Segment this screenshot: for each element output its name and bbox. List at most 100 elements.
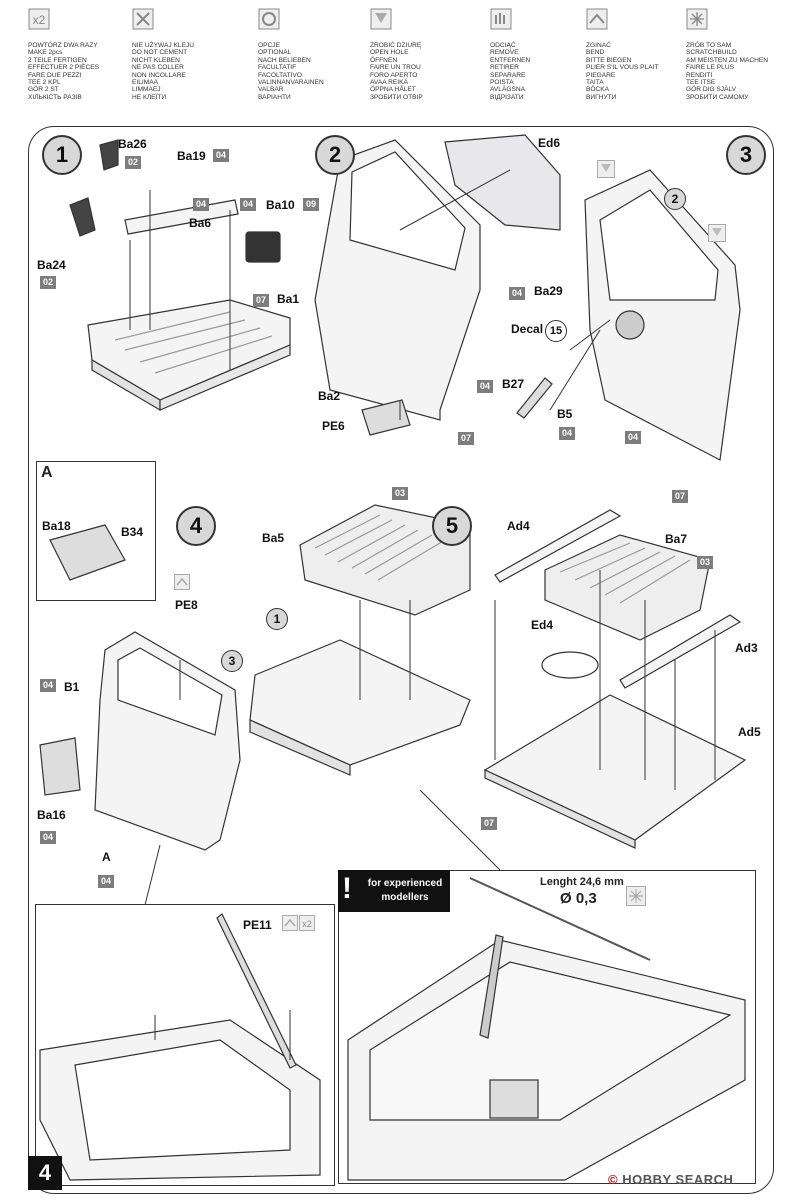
sprue-tag: 07 (481, 817, 498, 830)
floor-panel-drawing (483, 694, 747, 841)
part-label-ba18: Ba18 (42, 519, 71, 533)
decal-number-badge: 15 (545, 320, 567, 342)
wire-drawing (469, 877, 651, 961)
legend-text: ВАРІАНТИ (258, 93, 291, 101)
legend-text: NE PAS COLLER (132, 64, 184, 72)
no-cement-icon (132, 8, 154, 30)
legend-text: ENTFERNEN (490, 56, 531, 64)
part-label-pe6: PE6 (322, 419, 345, 433)
legend-text: 2 TEILE FERTIGEN (28, 56, 87, 64)
legend-text: ODCIĄĆ (490, 42, 516, 49)
legend-text: ZRÓB TO SAM (686, 42, 732, 49)
sprue-tag: 04 (98, 875, 115, 888)
step-4-badge: 4 (176, 506, 216, 546)
legend-text: TAITA (586, 79, 604, 87)
part-label-a: A (102, 850, 111, 864)
warning-icon: ! (342, 872, 352, 905)
sprue-tag: 04 (477, 380, 494, 393)
part-label-ed4: Ed4 (531, 618, 554, 632)
legend-text: RETIRER (490, 64, 519, 72)
watermark-prefix: © (608, 1172, 623, 1187)
part-label-ba2: Ba2 (318, 389, 341, 403)
part-label-ba5: Ba5 (262, 531, 285, 545)
sprue-tag: 04 (40, 831, 57, 844)
sprue-tag: 02 (40, 276, 57, 289)
legend-text: MAKE 2pcs (28, 49, 63, 57)
sprue-tag: 07 (253, 294, 270, 307)
legend-text: TEE ITSE (686, 79, 716, 87)
times-two-icon: x2 (28, 8, 50, 30)
roof-detail-panel (35, 904, 335, 1186)
pe6-plate-drawing (361, 399, 411, 436)
times-two-icon: x2 (299, 915, 315, 931)
legend-text: POWTÓRZ DWA RAZY (28, 42, 98, 49)
legend-text: GÖR 2 ST (28, 86, 59, 94)
legend-text: AVLÄGSNA (490, 86, 526, 94)
legend-text: REMOVE (490, 49, 519, 57)
part-label-ba26: Ba26 (118, 137, 147, 151)
part-label-ed6: Ed6 (538, 136, 561, 150)
legend-text: FACULTATIF (258, 64, 297, 72)
lever-drawing (516, 377, 553, 419)
part-label-ba29: Ba29 (534, 284, 563, 298)
ref-step-2: 2 (664, 188, 686, 210)
sprue-tag: 02 (125, 156, 142, 169)
legend-text: SCRATCHBUILD (686, 49, 737, 57)
legend-text: PIEGARE (586, 71, 616, 79)
ref-step-3: 3 (221, 650, 243, 672)
sprue-tag: 07 (672, 490, 689, 503)
part-label-ad4: Ad4 (507, 519, 530, 533)
part-label-ba1: Ba1 (277, 292, 300, 306)
gear-stick-drawing (479, 934, 504, 1039)
ed4-hatch-drawing (541, 651, 599, 679)
wiper-arm-drawing (216, 913, 297, 1069)
experienced-text: for experienced modellers (367, 878, 443, 903)
legend-text: NON INCOLLARE (132, 71, 186, 79)
legend-text: BITTE BIEGEN (586, 56, 632, 64)
wiper-motor-drawing (39, 737, 81, 796)
experienced-panel (338, 870, 756, 1184)
remove-icon (490, 8, 512, 30)
legend-text: ÖFFNEN (370, 56, 398, 64)
legend-text: ZROBIĆ DZIURĘ (370, 42, 422, 49)
sprue-tag: 09 (303, 198, 320, 211)
legend-text: VALBAR (258, 86, 284, 94)
wire-diameter-label: Ø 0,3 (560, 890, 597, 907)
legend-text: RENDITI (686, 71, 713, 79)
legend-text: ÖPPNA HÅLET (370, 86, 416, 94)
detail-box-a: A (36, 461, 156, 601)
sprue-tag: 04 (509, 287, 526, 300)
legend-text: ЗРОБИТИ ОТВІР (370, 93, 423, 101)
watermark-brand: HOBBY SEARCH (622, 1172, 734, 1187)
legend-text: NACH BELIEBEN (258, 56, 311, 64)
legend-text: FARE DUE PEZZI (28, 71, 82, 79)
legend-text: LIMMAEJ (132, 86, 161, 94)
sprue-tag: 04 (240, 198, 257, 211)
part-label-pe11: PE11 (243, 918, 272, 932)
bend-icon (586, 8, 608, 30)
engine-part-drawing (49, 524, 126, 581)
sprue-tag: 04 (625, 431, 642, 444)
ref-step-1: 1 (266, 608, 288, 630)
svg-text:x2: x2 (302, 919, 312, 929)
part-label-ba10: Ba10 (266, 198, 295, 212)
drill-hole-icon (708, 224, 726, 242)
pedal-drawing (69, 197, 96, 237)
rail-ad3-drawing (619, 614, 742, 689)
step-5-badge: 5 (432, 506, 472, 546)
optional-icon (258, 8, 280, 30)
legend-text: OPEN HOLE (370, 49, 409, 57)
sprue-tag: 07 (458, 432, 475, 445)
part-label-ba7: Ba7 (665, 532, 688, 546)
legend-text: ВИГНУТИ (586, 93, 617, 101)
part-label-ad5: Ad5 (738, 725, 761, 739)
page-number: 4 (28, 1156, 62, 1190)
sprue-tag: 03 (697, 556, 714, 569)
part-label-b34: B34 (121, 525, 144, 539)
legend-text: TEE 2 KPL (28, 79, 61, 87)
legend-text: FAIRE UN TROU (370, 64, 421, 72)
